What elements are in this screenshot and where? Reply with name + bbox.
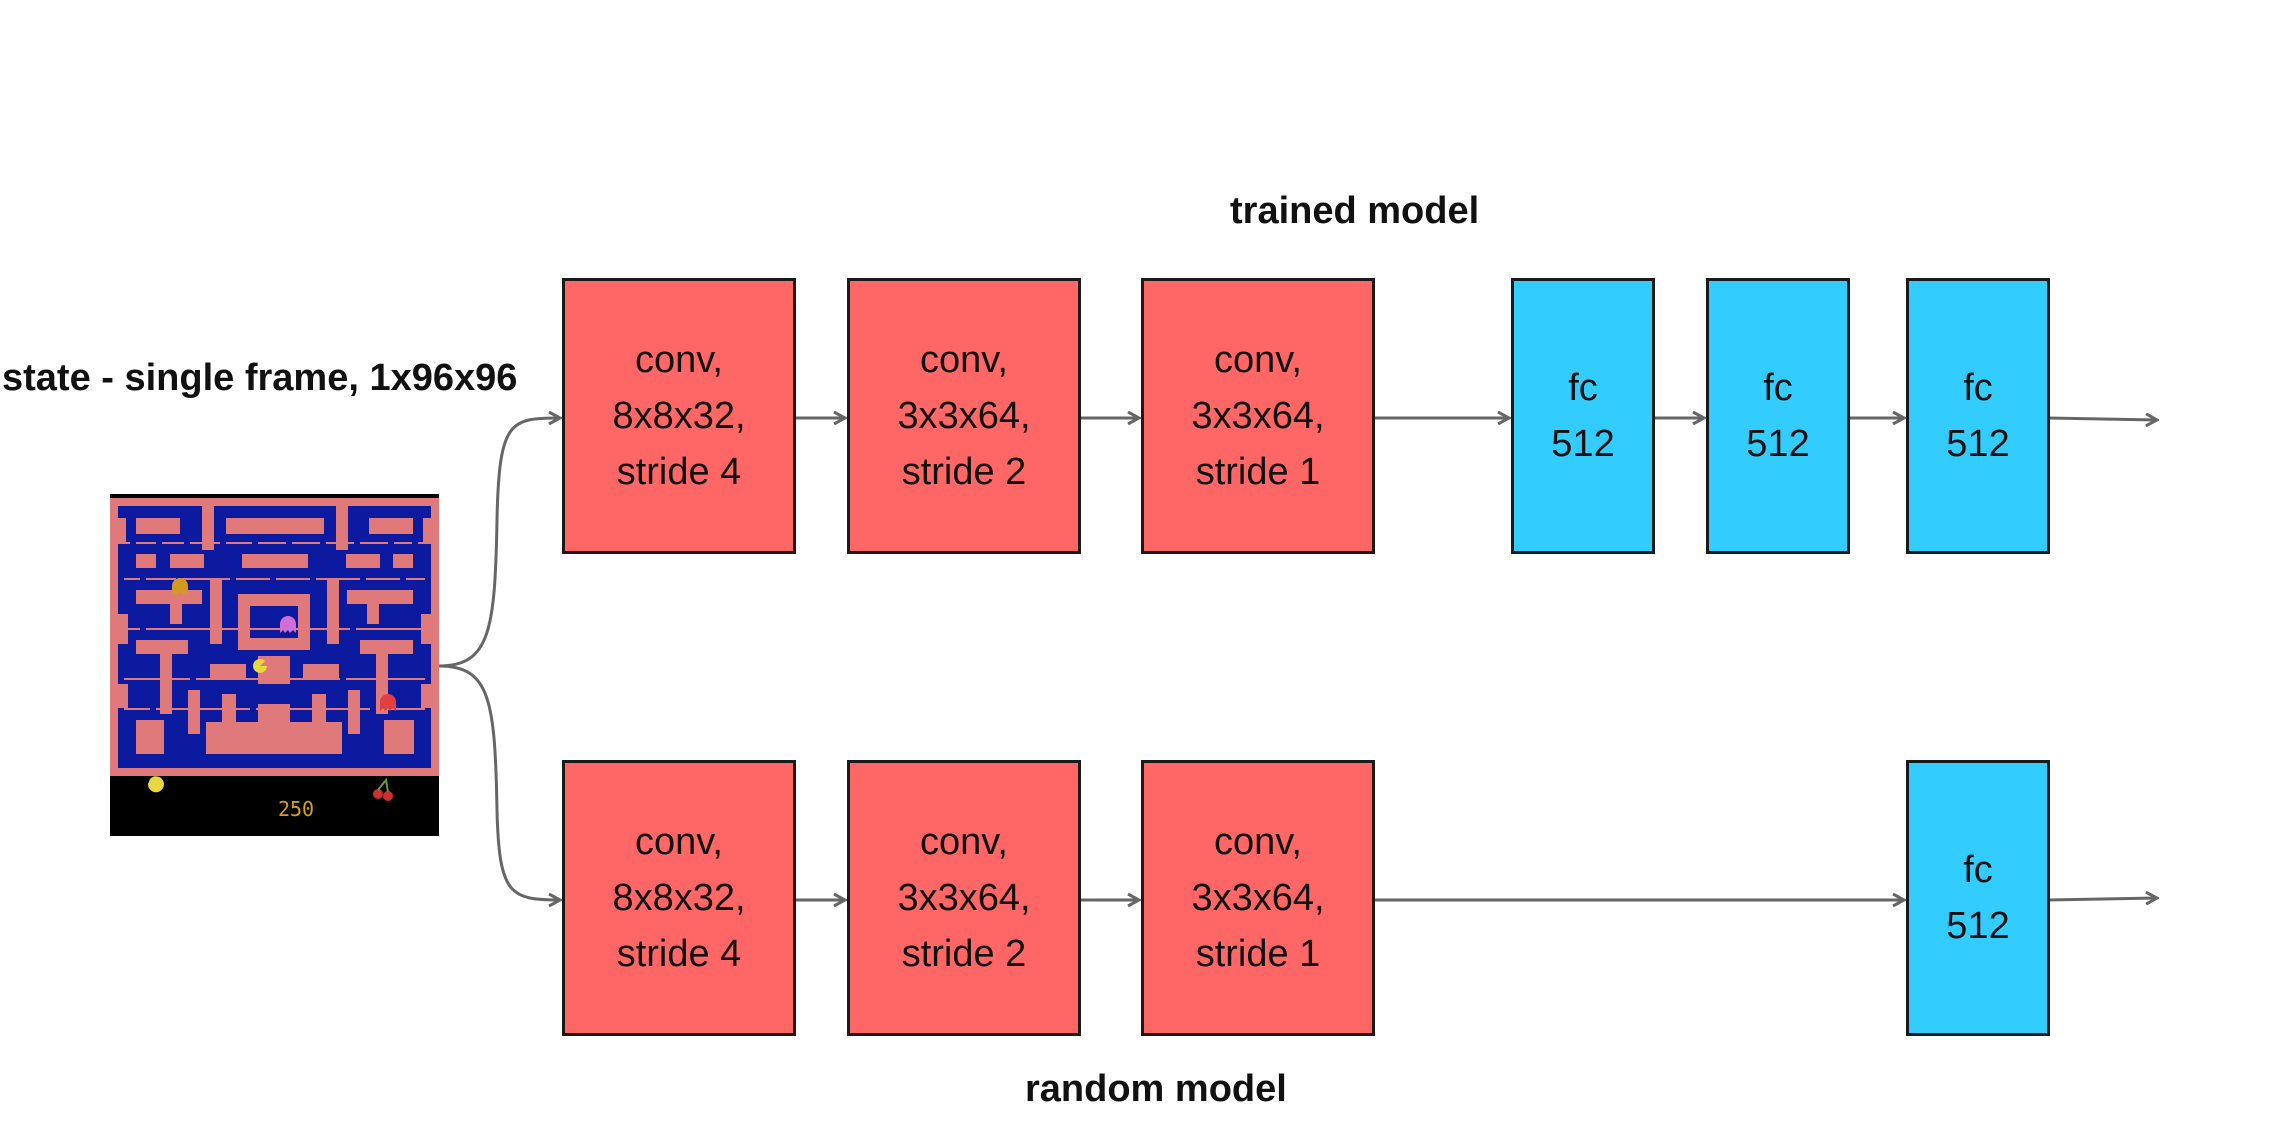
layer-type: conv,	[919, 339, 1008, 381]
random-model-title: random model	[1025, 1068, 1287, 1110]
arrow-trained-output	[2047, 418, 2157, 420]
random-conv-2: conv, 3x3x64, stride 2	[847, 760, 1081, 1036]
layer-type: fc	[1963, 367, 1993, 409]
trained-model-title: trained model	[1230, 190, 1480, 232]
random-fc-1: fc 512	[1906, 760, 2050, 1036]
trained-conv-3: conv, 3x3x64, stride 1	[1141, 278, 1375, 554]
layer-stride: stride 1	[1195, 933, 1321, 975]
arrow-random-output	[2047, 898, 2157, 900]
layer-type: fc	[1763, 367, 1793, 409]
layer-type: fc	[1568, 367, 1598, 409]
layer-stride: stride 2	[901, 933, 1027, 975]
layer-stride: stride 4	[616, 933, 742, 975]
random-conv-3: conv, 3x3x64, stride 1	[1141, 760, 1375, 1036]
layer-units: 512	[1946, 423, 2010, 465]
game-frame-image: 250	[110, 494, 439, 836]
layer-type: conv,	[634, 339, 723, 381]
trained-conv-1: conv, 8x8x32, stride 4	[562, 278, 796, 554]
layer-type: fc	[1963, 849, 1993, 891]
layer-shape: 8x8x32,	[612, 877, 746, 919]
layer-stride: stride 4	[616, 451, 742, 493]
layer-type: conv,	[1213, 339, 1302, 381]
layer-shape: 3x3x64,	[1191, 395, 1325, 437]
layer-shape: 8x8x32,	[612, 395, 746, 437]
layer-shape: 3x3x64,	[897, 877, 1031, 919]
trained-fc-3: fc 512	[1906, 278, 2050, 554]
layer-type: conv,	[634, 821, 723, 863]
layer-units: 512	[1746, 423, 1810, 465]
layer-shape: 3x3x64,	[897, 395, 1031, 437]
state-label: state - single frame, 1x96x96	[2, 357, 518, 399]
arrow-image-to-random	[438, 664, 560, 900]
trained-fc-2: fc 512	[1706, 278, 1850, 554]
cherry-icon	[373, 777, 393, 801]
layer-type: conv,	[919, 821, 1008, 863]
random-conv-1: conv, 8x8x32, stride 4	[562, 760, 796, 1036]
trained-conv-2: conv, 3x3x64, stride 2	[847, 278, 1081, 554]
layer-units: 512	[1551, 423, 1615, 465]
arrow-image-to-trained	[438, 418, 560, 668]
layer-stride: stride 1	[1195, 451, 1321, 493]
game-score: 250	[278, 797, 314, 821]
layer-type: conv,	[1213, 821, 1302, 863]
layer-stride: stride 2	[901, 451, 1027, 493]
layer-units: 512	[1946, 905, 2010, 947]
trained-fc-1: fc 512	[1511, 278, 1655, 554]
layer-shape: 3x3x64,	[1191, 877, 1325, 919]
